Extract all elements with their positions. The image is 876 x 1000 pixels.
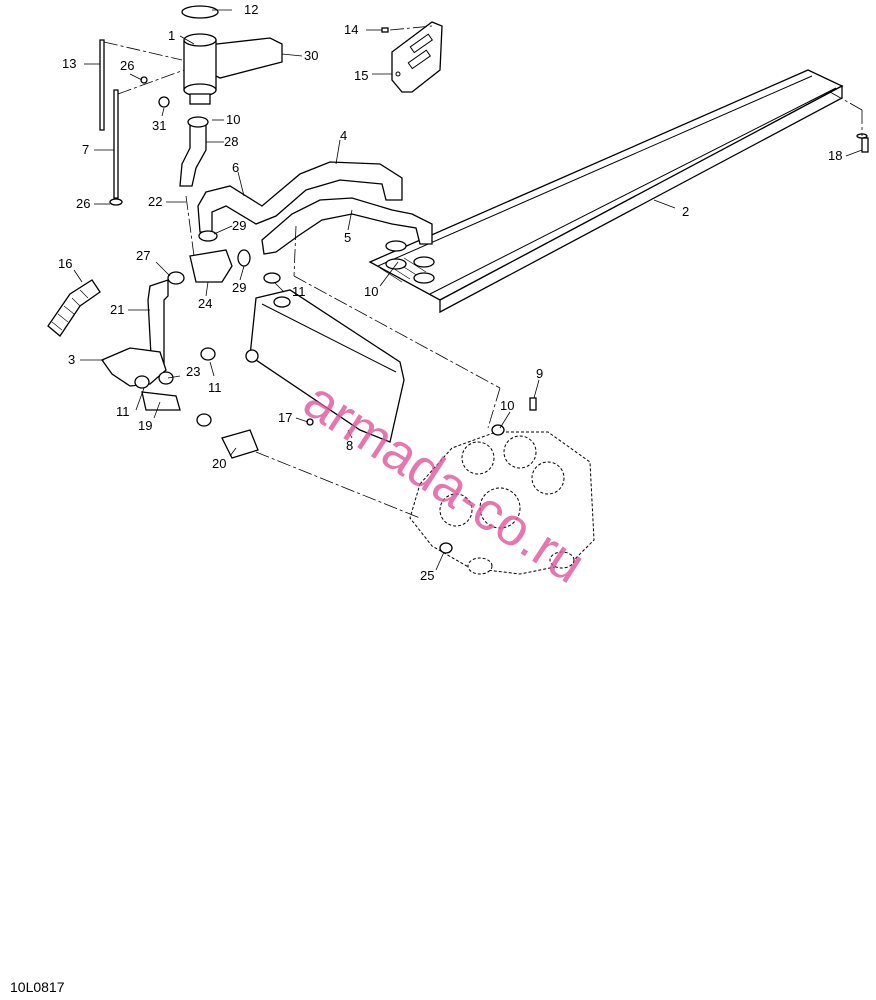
callout-12: 12 [244,2,258,17]
heat-exchanger-rail [368,69,844,314]
callout-13: 13 [62,56,76,71]
callout-27: 27 [136,248,150,263]
callout-10b: 10 [364,284,378,299]
callout-5: 5 [344,230,351,245]
callout-11c: 11 [292,284,306,299]
callout-14: 14 [344,22,358,37]
callout-19: 19 [138,418,152,433]
callout-10a: 10 [226,112,240,127]
callout-10c: 10 [500,398,514,413]
callout-2: 2 [682,204,689,219]
callout-30: 30 [304,48,318,63]
leader-lines [73,9,863,571]
callout-26a: 26 [120,58,134,73]
document-code: 10L0817 [10,979,65,995]
callout-20: 20 [212,456,226,471]
bracket-plate [391,21,443,93]
callout-9: 9 [536,366,543,381]
callout-17: 17 [278,410,292,425]
callout-11b: 11 [208,380,222,395]
callout-26b: 26 [76,196,90,211]
callout-23: 23 [186,364,200,379]
callout-4: 4 [340,128,347,143]
callout-3: 3 [68,352,75,367]
callout-15: 15 [354,68,368,83]
callout-21: 21 [110,302,124,317]
hoses-upper [197,161,435,284]
t-fitting [167,230,281,285]
callout-7: 7 [82,142,89,157]
callout-1: 1 [168,28,175,43]
callout-6: 6 [232,160,239,175]
hoses-lower [101,279,259,459]
callout-18: 18 [828,148,842,163]
callout-28: 28 [224,134,238,149]
hose-28 [179,116,209,187]
callout-22: 22 [148,194,162,209]
callout-24: 24 [198,296,212,311]
callout-11a: 11 [116,404,130,419]
overflow-tube [99,39,123,206]
coolant-reservoir [158,5,283,108]
callout-labels: 1 2 3 4 5 6 7 8 9 10 10 10 11 11 11 12 1… [58,2,842,583]
callout-31: 31 [152,118,166,133]
engine-block [409,397,595,575]
callout-29b: 29 [232,280,246,295]
phantom-lines [103,25,863,519]
engine-panel [245,289,405,443]
callout-8: 8 [346,438,353,453]
callout-29a: 29 [232,218,246,233]
callout-25: 25 [420,568,434,583]
corrugated-hose [47,279,101,337]
callout-16: 16 [58,256,72,271]
